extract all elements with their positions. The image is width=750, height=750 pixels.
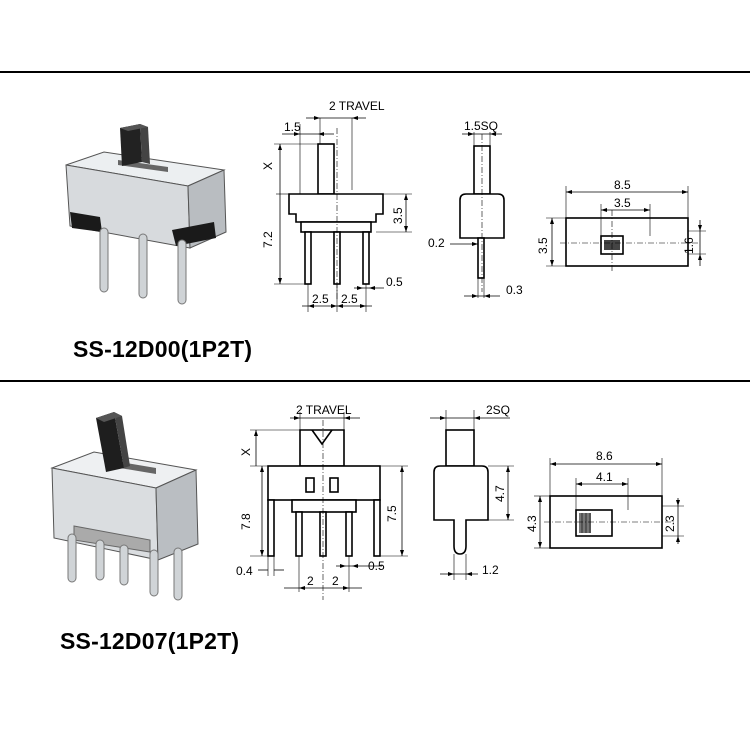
s1-pitch-b: 2.5 <box>341 292 358 306</box>
s1-dim-7-2: 7.2 <box>261 231 275 248</box>
s2-travel-label: 2 TRAVEL <box>296 403 352 417</box>
s1-top-len: 8.5 <box>614 178 631 192</box>
s1-travel-label: 2 TRAVEL <box>329 99 385 113</box>
s2-dim-x: X <box>239 448 253 456</box>
s2-dim-0-4: 0.4 <box>236 564 253 578</box>
switch-photo-ss-12d07-icon <box>50 412 199 601</box>
s1-top-h: 3.5 <box>536 237 550 254</box>
front-view-ss-12d00 <box>274 116 412 312</box>
s1-side-top: 1.5SQ <box>464 119 498 133</box>
s2-side-h: 4.7 <box>493 485 507 502</box>
s1-dim-0-5: 0.5 <box>386 275 403 289</box>
s2-top-len: 8.6 <box>596 449 613 463</box>
s2-pitch-b: 2 <box>332 574 339 588</box>
s2-top-slot-h: 2.3 <box>663 515 677 532</box>
side-view-ss-12d00 <box>450 132 505 298</box>
s1-pitch-a: 2.5 <box>312 292 329 306</box>
s1-side-pin-w: 0.3 <box>506 283 523 297</box>
s2-top-slot: 4.1 <box>596 470 613 484</box>
s1-top-slot-h: 1.6 <box>682 237 696 254</box>
s1-top-slot: 3.5 <box>614 196 631 210</box>
s1-side-pin-t: 0.2 <box>428 236 445 250</box>
top-view-ss-12d00 <box>546 186 706 272</box>
section-2-title: SS-12D07(1P2T) <box>60 628 240 654</box>
side-view-ss-12d07 <box>430 410 514 580</box>
s2-dim-7-5: 7.5 <box>385 505 399 522</box>
top-divider <box>0 71 750 73</box>
middle-divider <box>0 380 750 382</box>
s2-dim-0-5: 0.5 <box>368 559 385 573</box>
s2-pitch-a: 2 <box>307 574 314 588</box>
top-view-ss-12d07 <box>534 458 684 549</box>
s1-dim-1-5: 1.5 <box>284 120 301 134</box>
s2-side-top: 2SQ <box>486 403 510 417</box>
s1-dim-3-5-right: 3.5 <box>391 207 405 224</box>
s2-top-h: 4.3 <box>525 515 539 532</box>
s1-dim-x: X <box>261 162 275 170</box>
switch-photo-ss-12d00-icon <box>65 124 227 305</box>
front-view-ss-12d07 <box>250 412 408 600</box>
s2-side-pin-w: 1.2 <box>482 563 499 577</box>
section-1-title: SS-12D00(1P2T) <box>73 336 253 362</box>
s2-dim-7-8: 7.8 <box>239 513 253 530</box>
